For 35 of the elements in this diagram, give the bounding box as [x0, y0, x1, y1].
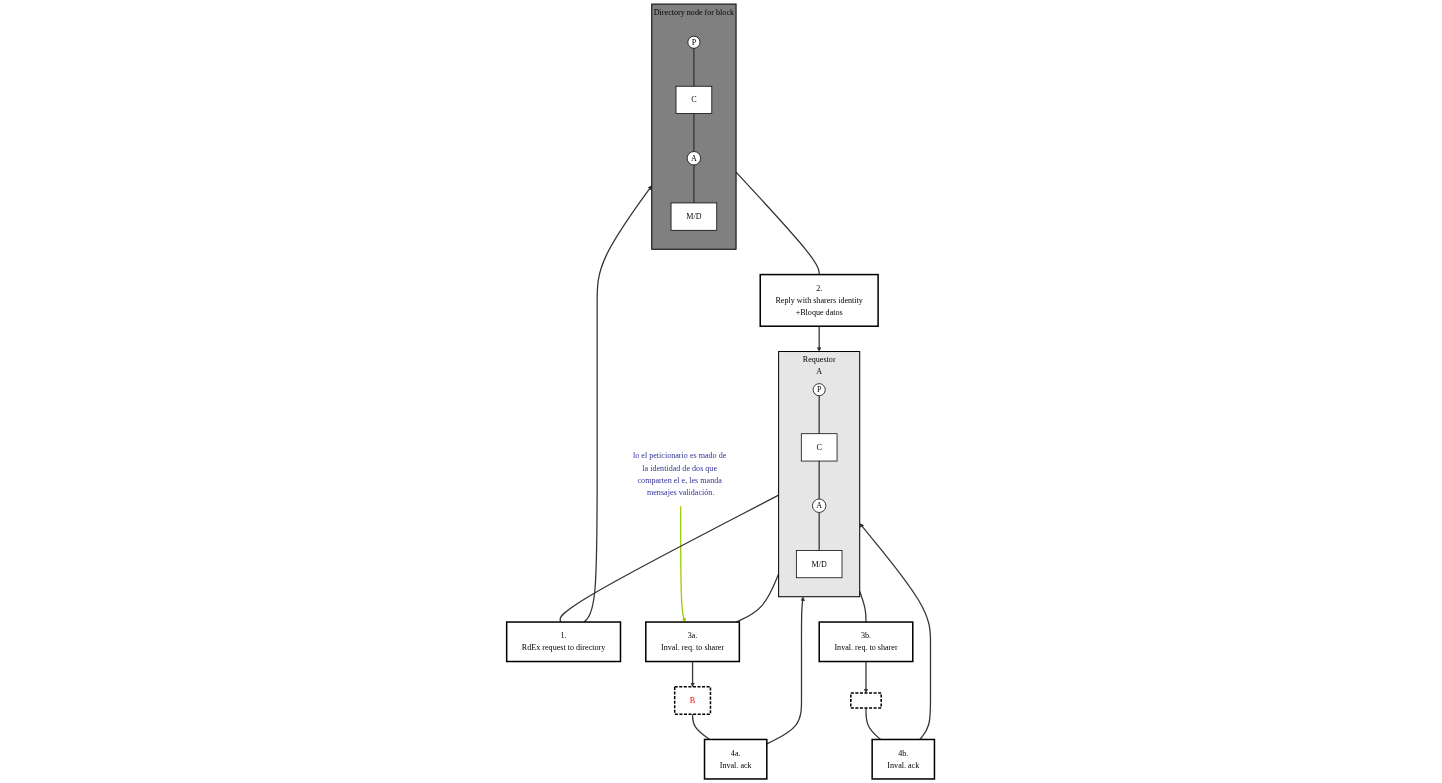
connector: [736, 573, 780, 623]
connector: [818, 511, 821, 552]
node-box: [676, 85, 713, 114]
node-circle: [687, 151, 702, 166]
node-box: [796, 550, 843, 579]
node-box: [871, 738, 936, 780]
node-circle: [813, 383, 827, 397]
connector: [692, 713, 711, 741]
cluster: [651, 3, 737, 250]
connector: [693, 47, 695, 87]
node-box: [645, 621, 741, 663]
node-box: [506, 621, 622, 663]
node-box: [801, 433, 838, 462]
arrow: [859, 523, 932, 741]
cluster: [778, 351, 861, 598]
arrow: [864, 660, 869, 694]
node-circle: [687, 35, 701, 49]
node-box: [759, 273, 880, 327]
connector: [818, 395, 821, 435]
connector: [693, 112, 695, 153]
node-box: [850, 692, 883, 709]
node-box: [704, 738, 768, 780]
node-text: lo el peticionario es mado de la identidad de dos que comparten el e, les manda mensajes validación.: [633, 451, 727, 497]
arrow: [690, 660, 696, 688]
arrow: [817, 325, 822, 352]
arrow: [583, 185, 653, 623]
arrow: [680, 505, 687, 623]
connector: [818, 460, 821, 500]
node-box: [674, 686, 712, 715]
node-box: [818, 621, 914, 663]
connector: [559, 494, 780, 623]
connector: [693, 164, 695, 204]
node-box: [671, 202, 718, 231]
node-circle: [812, 498, 827, 513]
connector: [865, 707, 882, 741]
